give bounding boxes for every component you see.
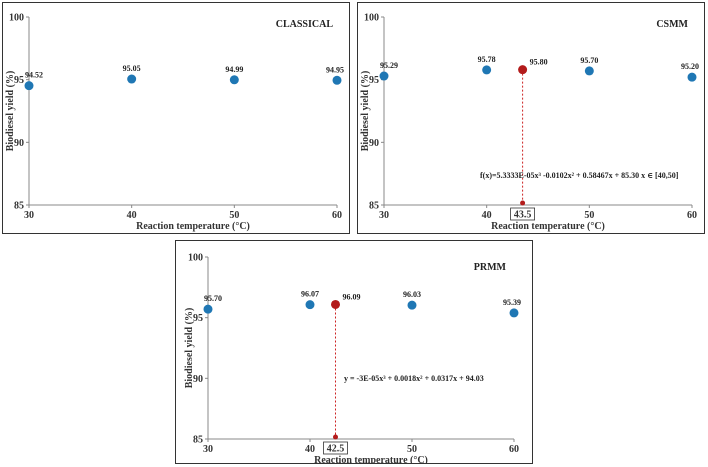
data-point bbox=[203, 304, 213, 314]
y-tick-label: 95 bbox=[14, 75, 24, 86]
fit-equation: f(x)=5.3333E-05x³ -0.0102x² + 0.58467x +… bbox=[480, 171, 679, 180]
y-axis-label: Biodiesel yield (%) bbox=[5, 71, 16, 152]
x-tick-label: 30 bbox=[379, 210, 389, 221]
y-tick-label: 90 bbox=[369, 138, 379, 149]
data-label: 95.70 bbox=[204, 294, 222, 303]
data-label: 96.07 bbox=[301, 290, 319, 299]
optimum-label: 96.09 bbox=[343, 292, 361, 301]
optimum-axis-marker bbox=[333, 434, 338, 440]
x-tick-label: 60 bbox=[687, 210, 697, 221]
data-label: 95.29 bbox=[380, 61, 398, 70]
data-label: 94.52 bbox=[25, 71, 43, 80]
data-point bbox=[332, 75, 342, 85]
x-tick-label: 60 bbox=[509, 444, 519, 455]
chart-title: PRMM bbox=[474, 262, 507, 273]
optimum-label: 95.80 bbox=[530, 58, 548, 67]
y-tick-label: 95 bbox=[369, 75, 379, 86]
x-tick-label: 30 bbox=[203, 444, 213, 455]
y-axis-label: Biodiesel yield (%) bbox=[360, 71, 371, 152]
optimum-point bbox=[331, 299, 340, 309]
fit-equation: y = -3E-05x³ + 0.0018x² + 0.0317x + 94.0… bbox=[344, 374, 484, 383]
y-axis-label: Biodiesel yield (%) bbox=[184, 308, 195, 389]
y-tick-label: 90 bbox=[14, 138, 24, 149]
x-tick-label: 40 bbox=[305, 444, 315, 455]
data-label: 95.05 bbox=[123, 64, 141, 73]
data-label: 94.99 bbox=[225, 65, 243, 74]
y-tick-label: 85 bbox=[193, 435, 203, 446]
data-point bbox=[482, 65, 492, 75]
y-tick-label: 100 bbox=[188, 253, 203, 264]
x-tick-label: 40 bbox=[482, 210, 492, 221]
data-point bbox=[584, 66, 594, 76]
y-tick-label: 85 bbox=[14, 201, 24, 212]
optimum-x-label-box bbox=[510, 207, 536, 221]
data-point bbox=[379, 71, 389, 81]
data-label: 95.70 bbox=[580, 56, 598, 65]
optimum-x-label-box bbox=[323, 441, 348, 455]
x-tick-label: 50 bbox=[584, 210, 594, 221]
data-label: 95.78 bbox=[478, 55, 496, 64]
y-tick-label: 85 bbox=[369, 201, 379, 212]
x-tick-label: 50 bbox=[229, 210, 239, 221]
optimum-x-label: 43.5 bbox=[514, 210, 532, 221]
x-tick-label: 50 bbox=[407, 444, 417, 455]
data-label: 96.03 bbox=[403, 290, 421, 299]
x-tick-label: 30 bbox=[24, 210, 34, 221]
y-tick-label: 95 bbox=[193, 313, 203, 324]
data-point bbox=[24, 81, 34, 91]
y-tick-label: 90 bbox=[193, 374, 203, 385]
x-tick-label: 60 bbox=[332, 210, 342, 221]
y-tick-label: 100 bbox=[364, 13, 379, 24]
data-point bbox=[407, 300, 417, 310]
data-label: 94.95 bbox=[326, 65, 344, 74]
optimum-point bbox=[518, 65, 528, 75]
data-label: 95.20 bbox=[681, 62, 699, 71]
data-label: 95.39 bbox=[503, 298, 521, 307]
x-axis-label: Reaction temperature (°C) bbox=[491, 221, 605, 232]
data-point bbox=[509, 308, 519, 318]
data-point bbox=[305, 300, 315, 310]
x-axis-label: Reaction temperature (°C) bbox=[314, 455, 428, 463]
x-tick-label: 40 bbox=[127, 210, 137, 221]
data-point bbox=[687, 72, 697, 82]
y-tick-label: 100 bbox=[9, 13, 24, 24]
optimum-axis-marker bbox=[520, 200, 526, 206]
optimum-x-label: 42.5 bbox=[327, 444, 345, 455]
data-point bbox=[127, 74, 137, 84]
data-point bbox=[229, 75, 239, 85]
chart-title: CSMM bbox=[656, 19, 688, 30]
chart-title: CLASSICAL bbox=[276, 19, 334, 30]
x-axis-label: Reaction temperature (°C) bbox=[136, 221, 250, 232]
